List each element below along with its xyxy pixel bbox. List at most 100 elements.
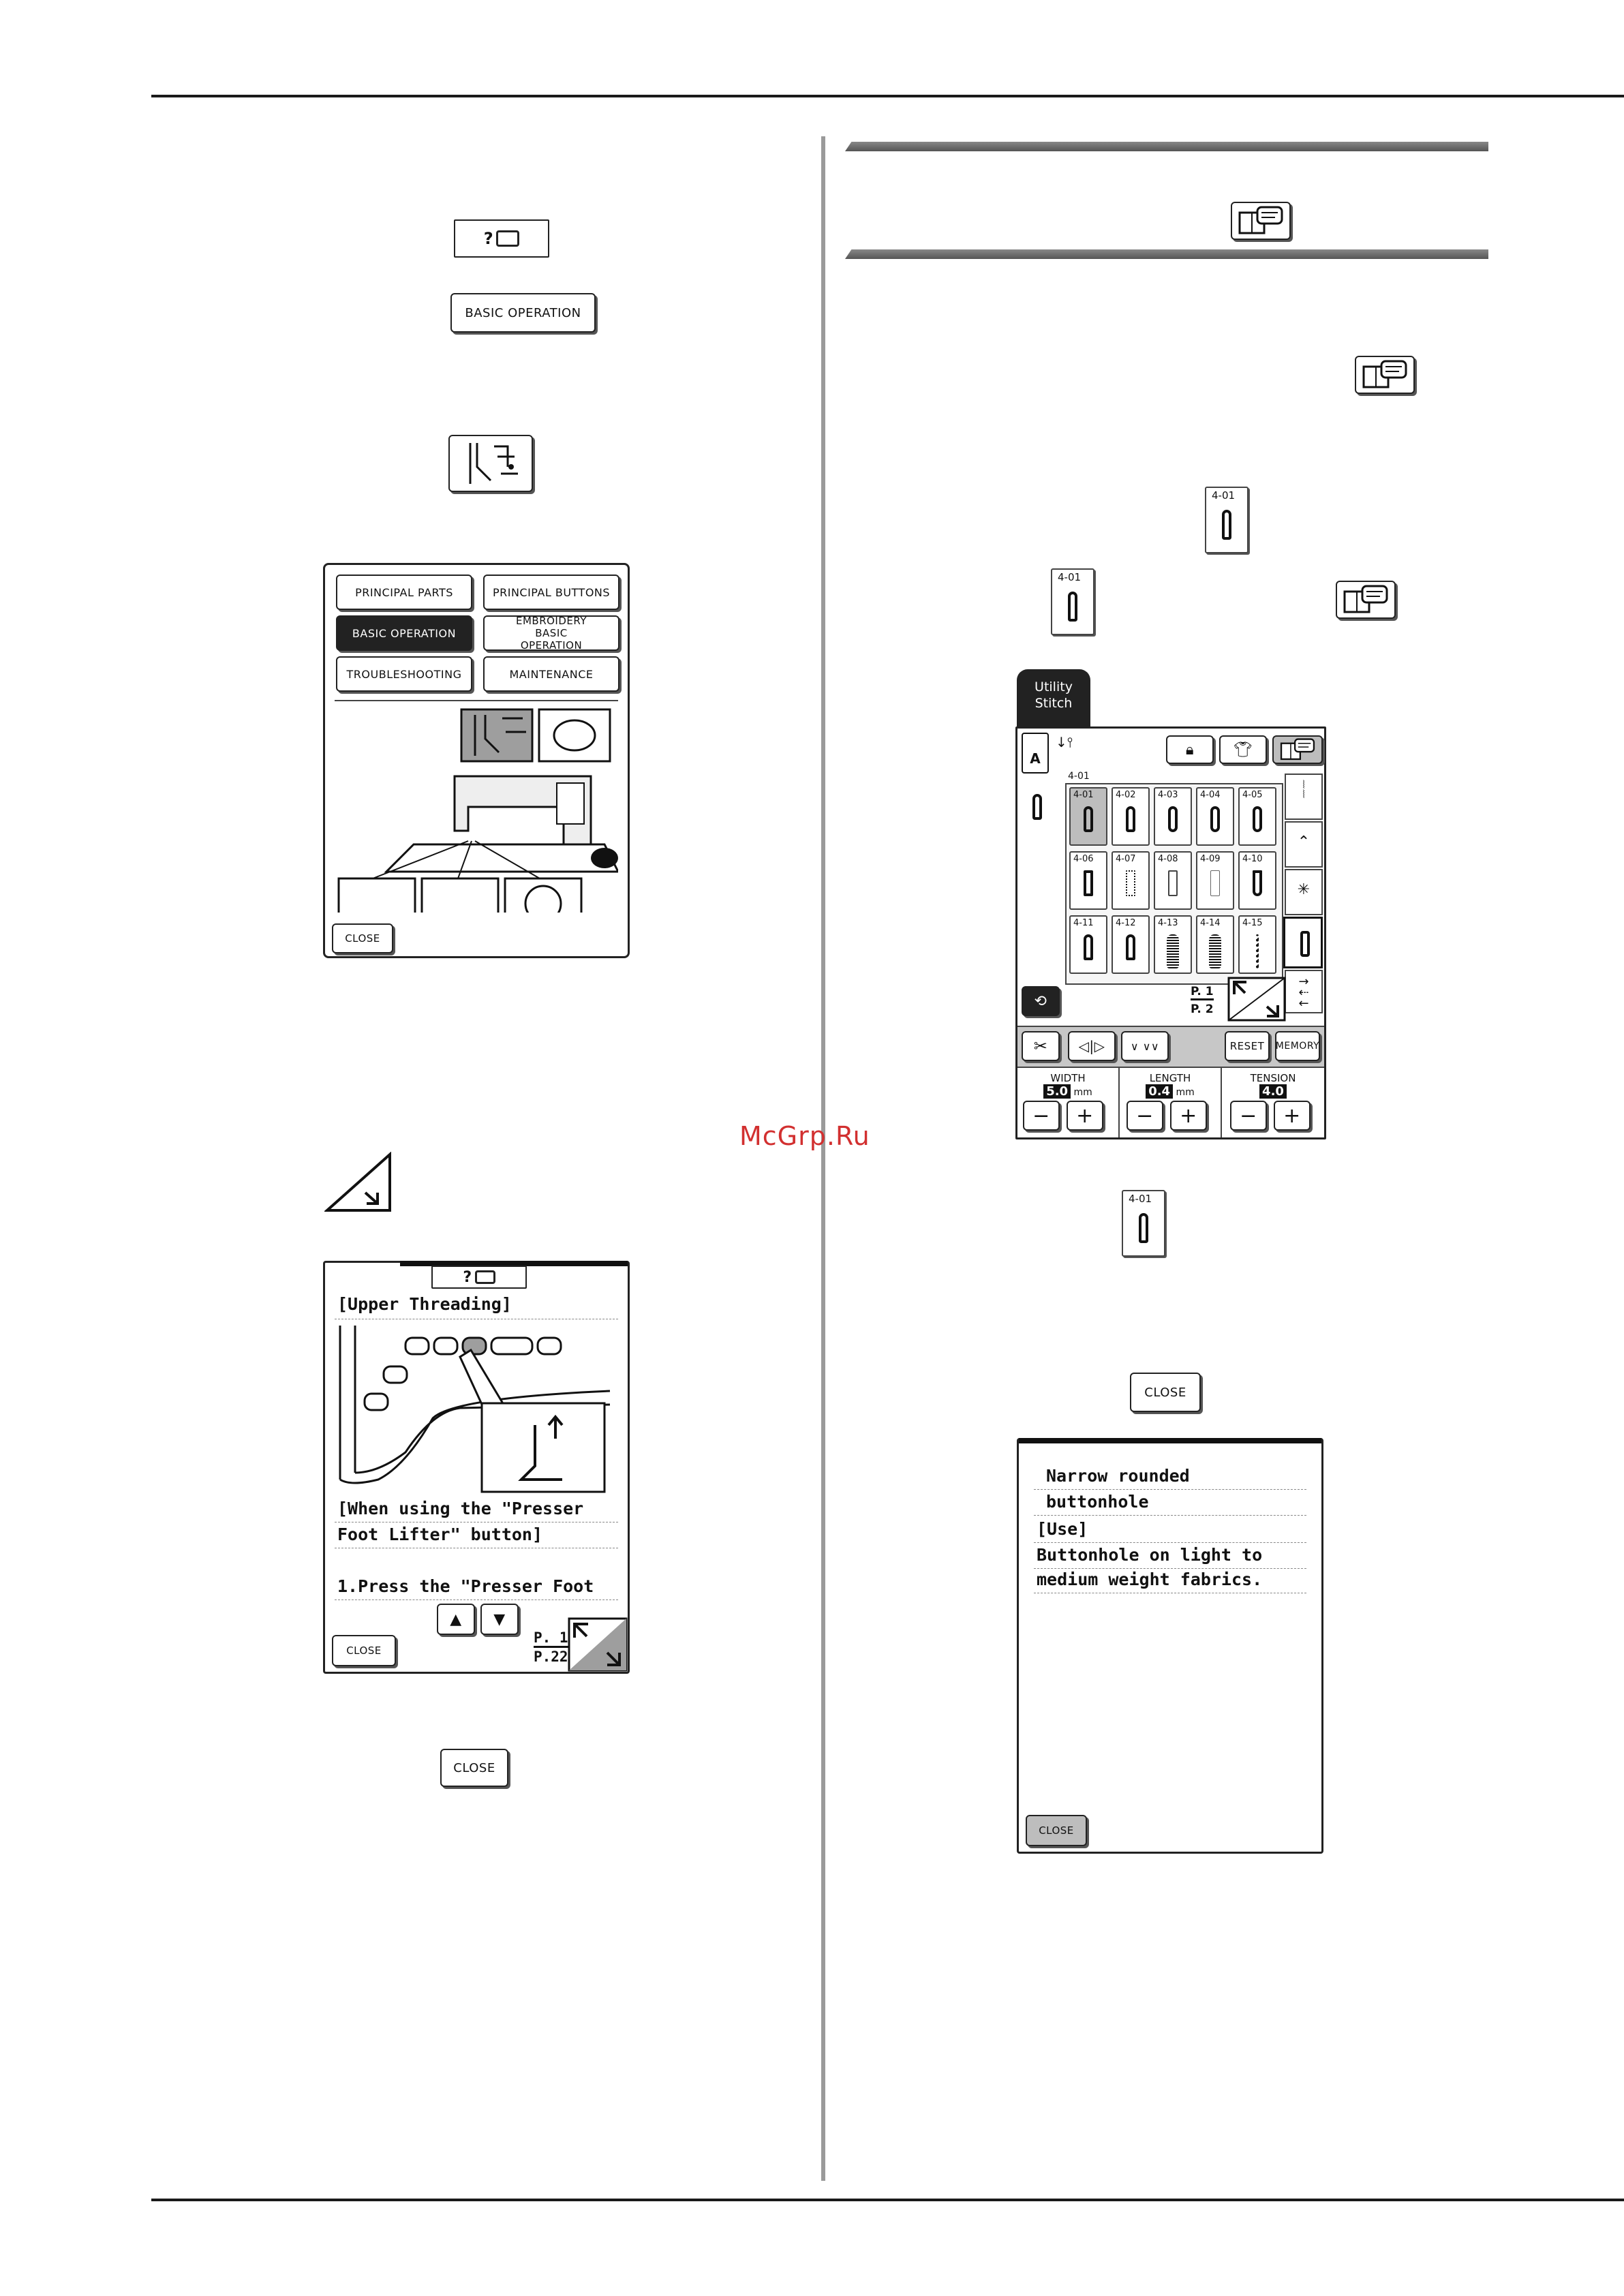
keyhole-buttonhole-icon bbox=[1084, 934, 1093, 960]
threading-illustration-button[interactable] bbox=[448, 435, 533, 492]
embroidery-basic-operation-button[interactable]: EMBROIDERY BASIC OPERATION bbox=[483, 615, 619, 652]
stitch-key-4-11[interactable]: 4-11 bbox=[1069, 915, 1107, 974]
category-tab-star[interactable]: ✳ bbox=[1285, 869, 1323, 915]
info-line-5: medium weight fabrics. bbox=[1037, 1570, 1263, 1589]
info-line-1: Narrow rounded bbox=[1046, 1466, 1190, 1486]
mirror-icon: ◁|▷ bbox=[1078, 1038, 1105, 1054]
stitch-code: 4-13 bbox=[1158, 918, 1178, 928]
stitch-4-01-key[interactable]: 4-01 bbox=[1122, 1190, 1165, 1257]
mirror-image-button[interactable]: ◁|▷ bbox=[1068, 1031, 1116, 1061]
tension-value-row: 4.0 bbox=[1222, 1084, 1324, 1099]
threading-illustration bbox=[339, 1326, 611, 1493]
category-tab-arrow[interactable]: ⌃ bbox=[1285, 821, 1323, 868]
screen-top-bar bbox=[1019, 1438, 1321, 1443]
buttonhole-icon bbox=[1068, 592, 1077, 622]
stitch-key-4-13[interactable]: 4-13 bbox=[1154, 915, 1192, 974]
principal-buttons-button[interactable]: PRINCIPAL BUTTONS bbox=[483, 575, 619, 610]
page-turn-button[interactable] bbox=[1227, 977, 1286, 1022]
help-menu-close-button[interactable]: CLOSE bbox=[332, 923, 393, 953]
page-turn-corner[interactable] bbox=[568, 1617, 628, 1672]
tension-setting: TENSION 4.0 bbox=[1222, 1068, 1324, 1137]
stitch-key-4-12[interactable]: 4-12 bbox=[1112, 915, 1150, 974]
lock-icon: 🔒︎ bbox=[1185, 741, 1195, 759]
text-rule bbox=[1034, 1515, 1306, 1516]
plus-icon: + bbox=[1180, 1103, 1197, 1128]
info-close-button[interactable]: CLOSE bbox=[1026, 1815, 1087, 1846]
screen-top-bar bbox=[400, 1261, 628, 1266]
auto-reverse-button[interactable]: ⟲ bbox=[1022, 986, 1060, 1016]
buttonhole-icon bbox=[1139, 1213, 1148, 1243]
thread-cutter-button[interactable]: ✂ bbox=[1022, 1031, 1060, 1061]
stitch-key-4-08[interactable]: 4-08 bbox=[1154, 851, 1192, 910]
stitch-4-01-key[interactable]: 4-01 bbox=[1051, 568, 1094, 635]
basic-operation-tab[interactable]: BASIC OPERATION bbox=[336, 615, 472, 651]
stitch-key-4-15[interactable]: 4-15 bbox=[1238, 915, 1276, 974]
left-close-button[interactable]: CLOSE bbox=[440, 1749, 508, 1787]
screen-help-icon[interactable]: ? bbox=[431, 1266, 527, 1289]
stitch-key-4-07[interactable]: 4-07 bbox=[1112, 851, 1150, 910]
page-current: P. 1 bbox=[1191, 985, 1214, 1000]
stitch-key-4-01[interactable]: 4-01 bbox=[1069, 787, 1107, 846]
category-tab-buttonhole[interactable] bbox=[1283, 917, 1323, 968]
column-divider bbox=[821, 136, 825, 2181]
basic-operation-button[interactable]: BASIC OPERATION bbox=[450, 293, 596, 333]
scroll-up-button[interactable]: ▲ bbox=[437, 1604, 475, 1635]
stitch-explanation-button-inline[interactable] bbox=[1336, 581, 1396, 619]
twin-needle-button[interactable]: ∨ ∨∨ bbox=[1121, 1031, 1169, 1061]
width-plus-button[interactable]: + bbox=[1067, 1101, 1103, 1131]
maintenance-button[interactable]: MAINTENANCE bbox=[483, 656, 619, 692]
machine-icon bbox=[474, 1270, 495, 1284]
stitch-key-4-06[interactable]: 4-06 bbox=[1069, 851, 1107, 910]
machine-icon bbox=[496, 230, 520, 247]
principal-parts-button[interactable]: PRINCIPAL PARTS bbox=[336, 575, 472, 610]
width-label: WIDTH bbox=[1050, 1072, 1086, 1084]
stitch-4-01-key[interactable]: 4-01 bbox=[1205, 487, 1248, 553]
stitch-key-4-10[interactable]: 4-10 bbox=[1238, 851, 1276, 910]
tension-minus-button[interactable]: − bbox=[1230, 1101, 1267, 1131]
stitch-key-4-02[interactable]: 4-02 bbox=[1112, 787, 1150, 846]
length-minus-button[interactable]: − bbox=[1127, 1101, 1163, 1131]
right-close-button[interactable]: CLOSE bbox=[1130, 1373, 1201, 1412]
plus-icon: + bbox=[1283, 1103, 1301, 1128]
lock-button[interactable]: 🔒︎ bbox=[1166, 735, 1214, 764]
buttonhole-icon bbox=[1084, 870, 1093, 896]
reset-button[interactable]: RESET bbox=[1225, 1031, 1270, 1061]
stitch-key-4-14[interactable]: 4-14 bbox=[1196, 915, 1234, 974]
selected-stitch-preview-icon bbox=[1032, 794, 1042, 820]
upper-threading-screen: ? [Upper Threading] [When using the "Pre… bbox=[323, 1261, 630, 1674]
length-value: 0.4 bbox=[1146, 1084, 1174, 1099]
needle-mode-icon: ↓⫯ bbox=[1056, 734, 1073, 750]
stitch-explanation-key[interactable] bbox=[1272, 735, 1323, 764]
sewing-guide-button[interactable]: 👕︎ bbox=[1219, 735, 1267, 764]
stitch-key-4-05[interactable]: 4-05 bbox=[1238, 787, 1276, 846]
stitch-explanation-button[interactable] bbox=[1231, 202, 1291, 240]
width-minus-button[interactable]: − bbox=[1023, 1101, 1060, 1131]
help-button[interactable]: ? bbox=[454, 219, 549, 258]
stitch-code: 4-05 bbox=[1242, 790, 1263, 800]
category-tab-zigzag[interactable]: ⦚⦚ bbox=[1285, 774, 1323, 820]
buttonhole-icon bbox=[1210, 870, 1220, 896]
utility-stitch-tab[interactable]: Utility Stitch bbox=[1017, 669, 1090, 726]
tension-plus-button[interactable]: + bbox=[1274, 1101, 1311, 1131]
buttonhole-icon bbox=[1126, 870, 1135, 896]
scissors-icon: ✂ bbox=[1033, 1037, 1048, 1056]
stitch-code: 4-08 bbox=[1158, 854, 1178, 864]
stitch-key-4-03[interactable]: 4-03 bbox=[1154, 787, 1192, 846]
next-page-triangle-icon[interactable] bbox=[324, 1152, 393, 1213]
troubleshooting-button[interactable]: TROUBLESHOOTING bbox=[336, 656, 472, 692]
stitch-explanation-button-inline[interactable] bbox=[1355, 356, 1415, 394]
category-tab-sideways[interactable]: →⇠← bbox=[1285, 970, 1323, 1013]
threading-close-button[interactable]: CLOSE bbox=[332, 1635, 396, 1666]
length-plus-button[interactable]: + bbox=[1170, 1101, 1207, 1131]
help-menu-screen: PRINCIPAL PARTS PRINCIPAL BUTTONS BASIC … bbox=[323, 563, 630, 958]
bound-buttonhole-icon bbox=[1209, 934, 1221, 968]
stitch-code: 4-15 bbox=[1242, 918, 1263, 928]
stitch-code: 4-02 bbox=[1116, 790, 1136, 800]
memory-button[interactable]: MEMORY bbox=[1275, 1031, 1320, 1061]
stitch-key-4-04[interactable]: 4-04 bbox=[1196, 787, 1234, 846]
scroll-down-button[interactable]: ▼ bbox=[480, 1604, 519, 1635]
length-label: LENGTH bbox=[1149, 1072, 1191, 1084]
buttonhole-icon bbox=[1300, 931, 1310, 957]
plus-icon: + bbox=[1076, 1103, 1094, 1128]
stitch-key-4-09[interactable]: 4-09 bbox=[1196, 851, 1234, 910]
